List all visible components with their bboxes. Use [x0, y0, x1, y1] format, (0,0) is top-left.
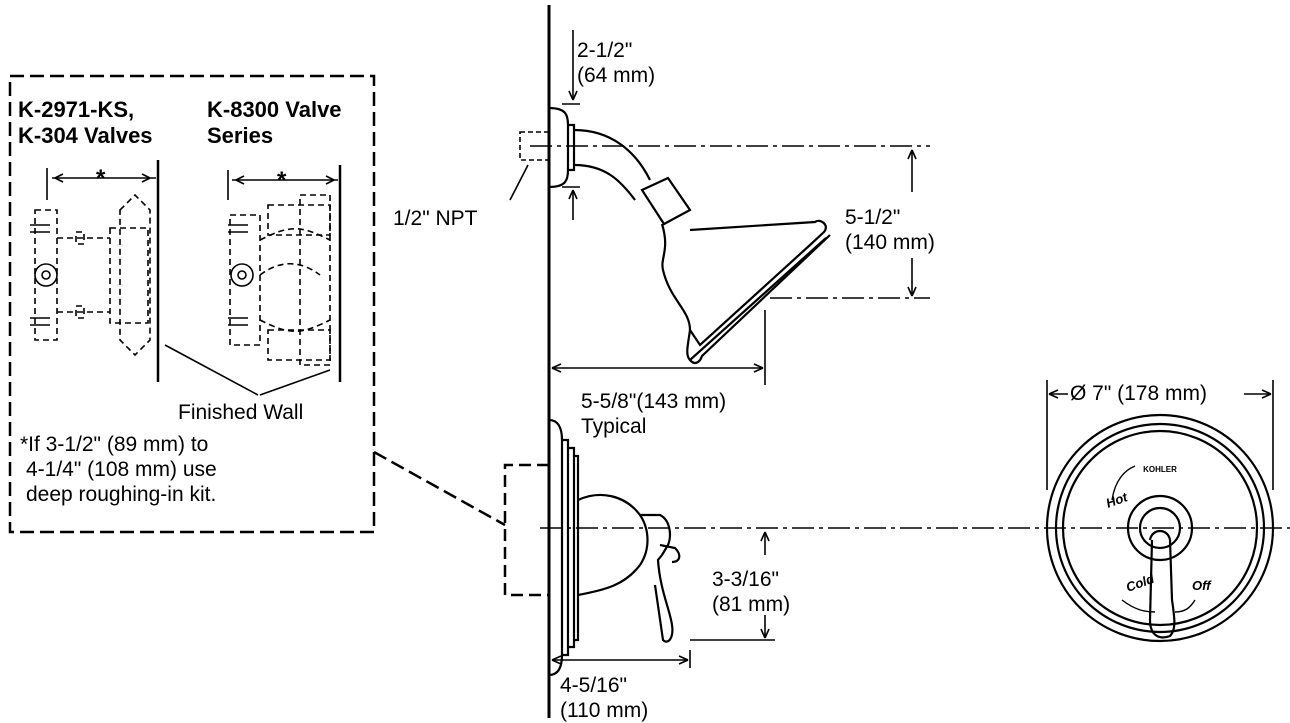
cold-label: Cold [1124, 570, 1157, 594]
dim-handle-drop [690, 531, 775, 641]
handle-reach-dimension: 4-5/16" (110 mm) [560, 674, 649, 722]
brand-logo: KOHLER [1143, 465, 1177, 474]
inset-frame [8, 74, 376, 534]
valve-a-label: K-2971-KS, K-304 Valves [18, 97, 153, 148]
head-reach-dimension: 5-5/8"(143 mm) Typical [581, 390, 727, 438]
dim-handle-reach [551, 650, 691, 668]
escutcheon-side [548, 418, 681, 677]
dim-plate-diameter [1046, 380, 1274, 490]
faceplate-front [1045, 413, 1275, 643]
npt-label: 1/2" NPT [393, 207, 478, 230]
faceplate-labels: KOHLER Hot Cold Off [1104, 465, 1212, 595]
valve-b-drawing [227, 165, 342, 382]
head-drop-dimension: 5-1/2" (140 mm) [845, 206, 935, 254]
hot-label: Hot [1104, 489, 1130, 511]
finished-wall-leaders [164, 344, 331, 396]
plate-diameter-dimension: Ø 7" (178 mm) [1070, 382, 1207, 405]
finished-wall-label: Finished Wall [178, 401, 304, 424]
npt-leader [509, 164, 529, 201]
dim-head-drop [764, 149, 930, 385]
rough-valve-outline [503, 463, 549, 597]
asterisk-b: * [277, 167, 287, 194]
handle-drop-dimension: 3-3/16" (81 mm) [712, 568, 791, 616]
arm-offset-dimension: 2-1/2" (64 mm) [577, 39, 656, 87]
asterisk-a: * [96, 165, 106, 192]
valve-b-label: K-8300 Valve Series [207, 97, 342, 148]
inset-leader [373, 450, 506, 527]
deep-kit-note: *If 3-1/2" (89 mm) to 4-1/4" (108 mm) us… [20, 433, 217, 506]
dim-head-reach [551, 363, 764, 373]
dim-arm-offset [562, 30, 580, 220]
shower-arm [519, 106, 831, 365]
valve-a-drawing [30, 160, 160, 382]
off-label: Off [1192, 578, 1212, 593]
